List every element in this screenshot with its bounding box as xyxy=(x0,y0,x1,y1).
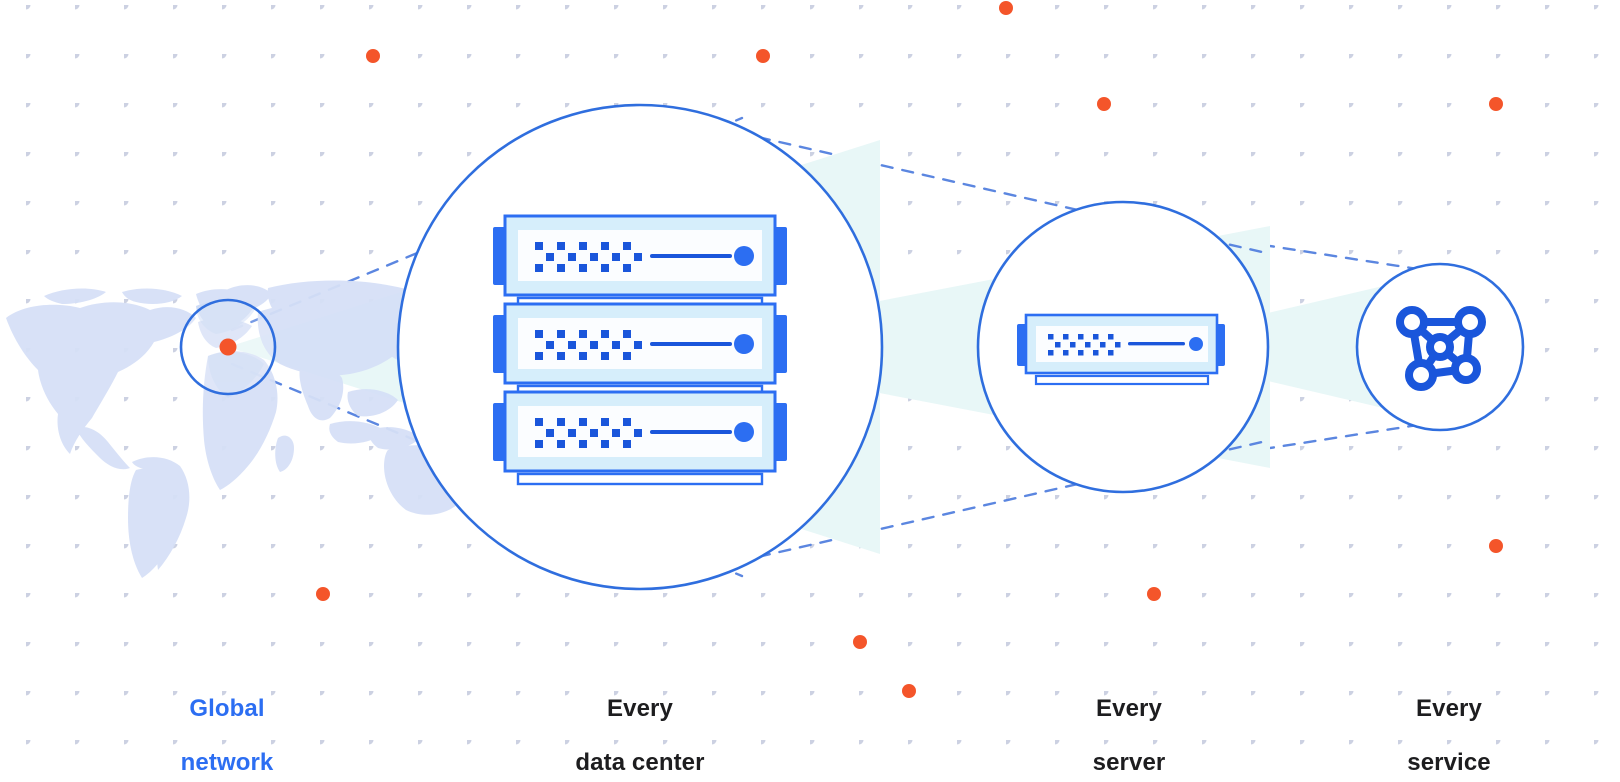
orange-dot xyxy=(902,684,916,698)
server-led-array xyxy=(535,418,642,448)
orange-dot xyxy=(1147,587,1161,601)
orange-dot xyxy=(316,587,330,601)
server-rack-unit xyxy=(493,390,787,486)
orange-dot xyxy=(999,1,1013,15)
server-led-array xyxy=(535,242,642,272)
mesh-network-nodes xyxy=(1396,306,1486,391)
orange-dot xyxy=(853,635,867,649)
server-status-bar xyxy=(650,342,732,346)
server-status-bar xyxy=(1128,342,1185,346)
orange-dot xyxy=(1489,97,1503,111)
world-map-shading xyxy=(196,300,264,398)
server-status-knob xyxy=(734,422,754,442)
single-server-unit xyxy=(1017,313,1225,386)
server-status-knob xyxy=(1189,337,1203,351)
server-rack-unit xyxy=(493,214,787,310)
server-status-knob xyxy=(734,334,754,354)
orange-dot xyxy=(1489,539,1503,553)
orange-dot xyxy=(756,49,770,63)
server-led-array xyxy=(535,330,642,360)
orange-dot xyxy=(1097,97,1111,111)
server-led-array xyxy=(1048,334,1121,356)
server-status-bar xyxy=(650,254,732,258)
global-network-marker-dot xyxy=(219,338,237,356)
server-status-knob xyxy=(734,246,754,266)
orange-dot xyxy=(366,49,380,63)
server-status-bar xyxy=(650,430,732,434)
